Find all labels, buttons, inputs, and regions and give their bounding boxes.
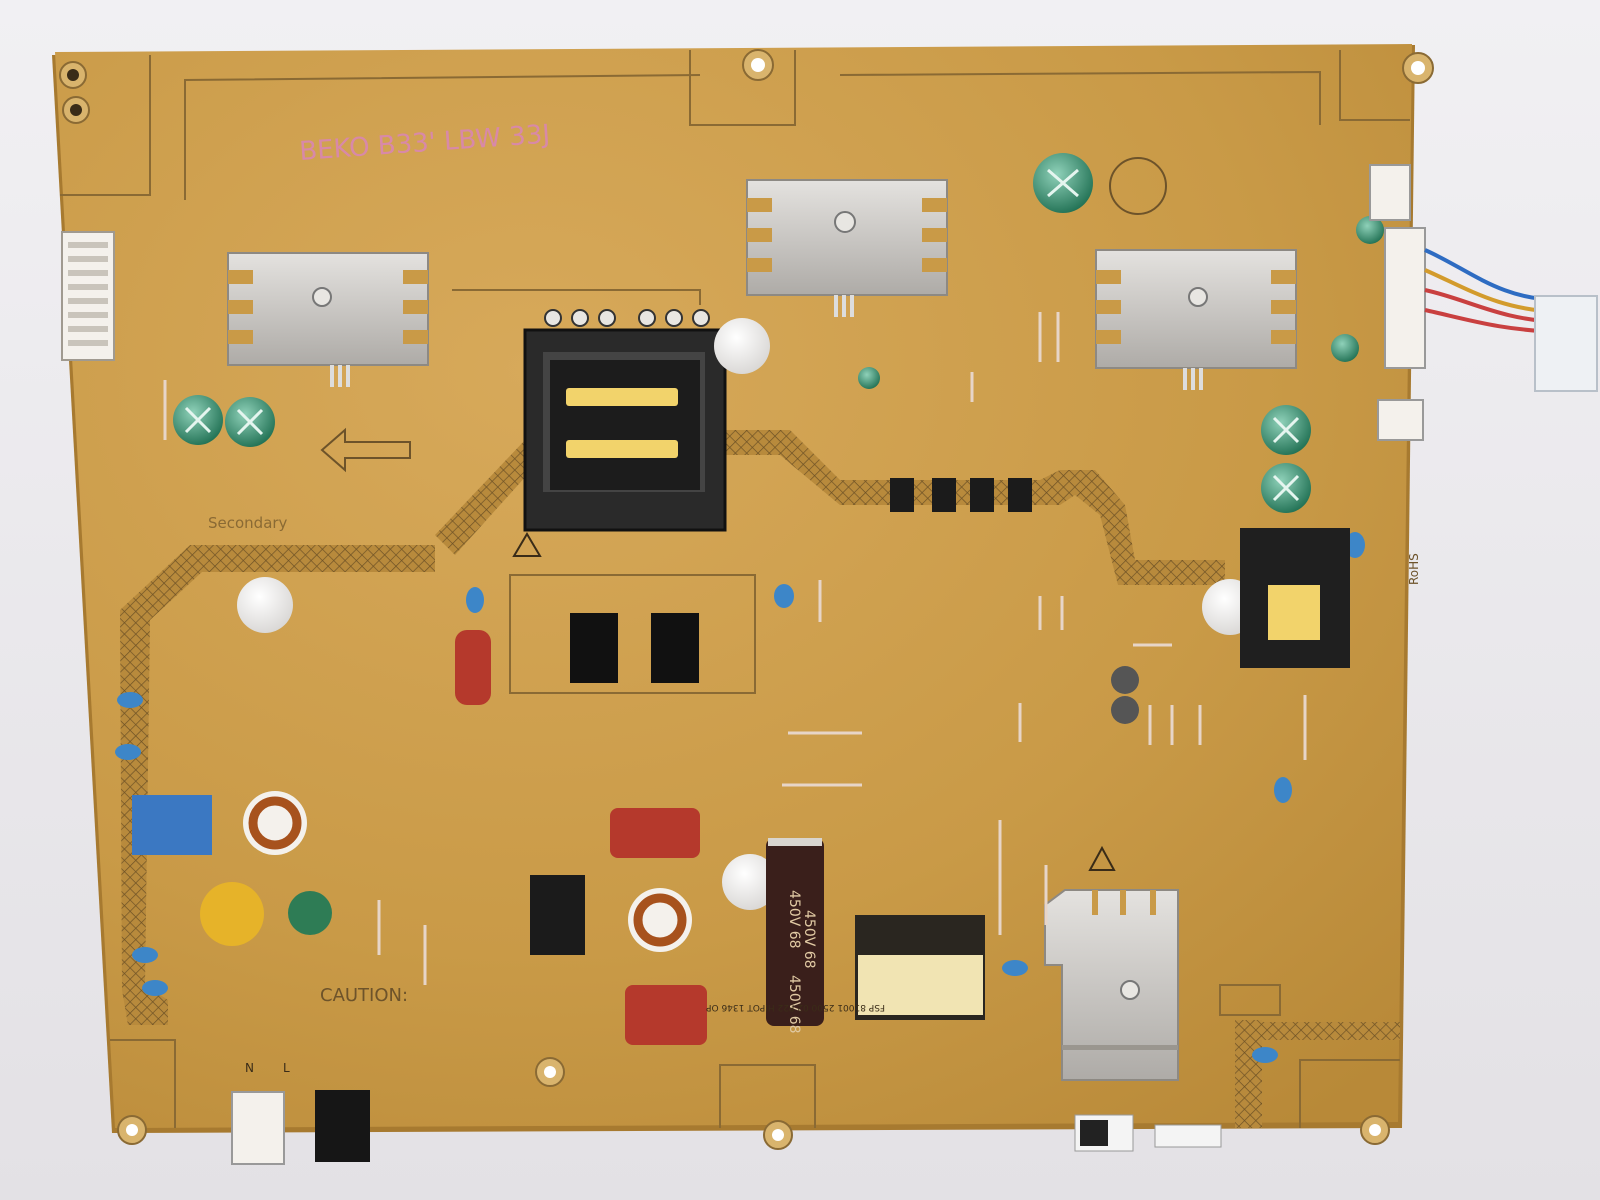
mounting-holes [59, 49, 1434, 1150]
barcode-labels [1074, 1114, 1222, 1152]
standby-transformer [1240, 528, 1350, 668]
ceramic-capacitors-blue [115, 532, 1365, 1063]
bulk-capacitor-marking-2: 450V 68 [801, 910, 817, 969]
mosfets [530, 613, 699, 955]
optocouplers [890, 478, 1032, 512]
mains-connector [231, 1090, 370, 1165]
electrolytic-capacitors-green [173, 153, 1384, 935]
heatsink-right [1095, 249, 1297, 390]
common-mode-chokes [243, 791, 692, 952]
resistors-and-diodes [163, 312, 1307, 985]
pfc-transformer [855, 915, 985, 1020]
connector-left [61, 231, 115, 361]
warning-triangle-icon [1088, 845, 1116, 871]
heatsink-left [227, 252, 429, 387]
varistor [200, 882, 264, 946]
heatsink-top-center [746, 179, 948, 317]
bulk-capacitor-marking-1: 450V 68 [786, 890, 802, 949]
isolation-barrier [120, 430, 1400, 1128]
secondary-label: Secondary [208, 514, 288, 532]
rohs-label: RoHS [1407, 553, 1421, 585]
connectors-right [1369, 164, 1598, 441]
caution-label: CAUTION: [320, 985, 408, 1006]
direction-arrow-icon [320, 427, 411, 473]
warning-triangle-icon [512, 532, 542, 557]
film-capacitors [132, 630, 707, 1045]
silkscreen-outlines [60, 50, 1410, 1128]
bulk-capacitor [766, 838, 824, 1026]
heatsink-bottom [1044, 889, 1179, 1081]
main-transformer [523, 309, 727, 532]
bulk-capacitor-marking-3: 450V 68 [786, 975, 802, 1034]
neutral-label: N [245, 1061, 254, 1075]
live-label: L [283, 1061, 290, 1075]
transformer-marking: FSP 81001 2500 02 P22 HIPOT 1346 OP [706, 1002, 885, 1012]
warning-icons [512, 532, 1116, 871]
